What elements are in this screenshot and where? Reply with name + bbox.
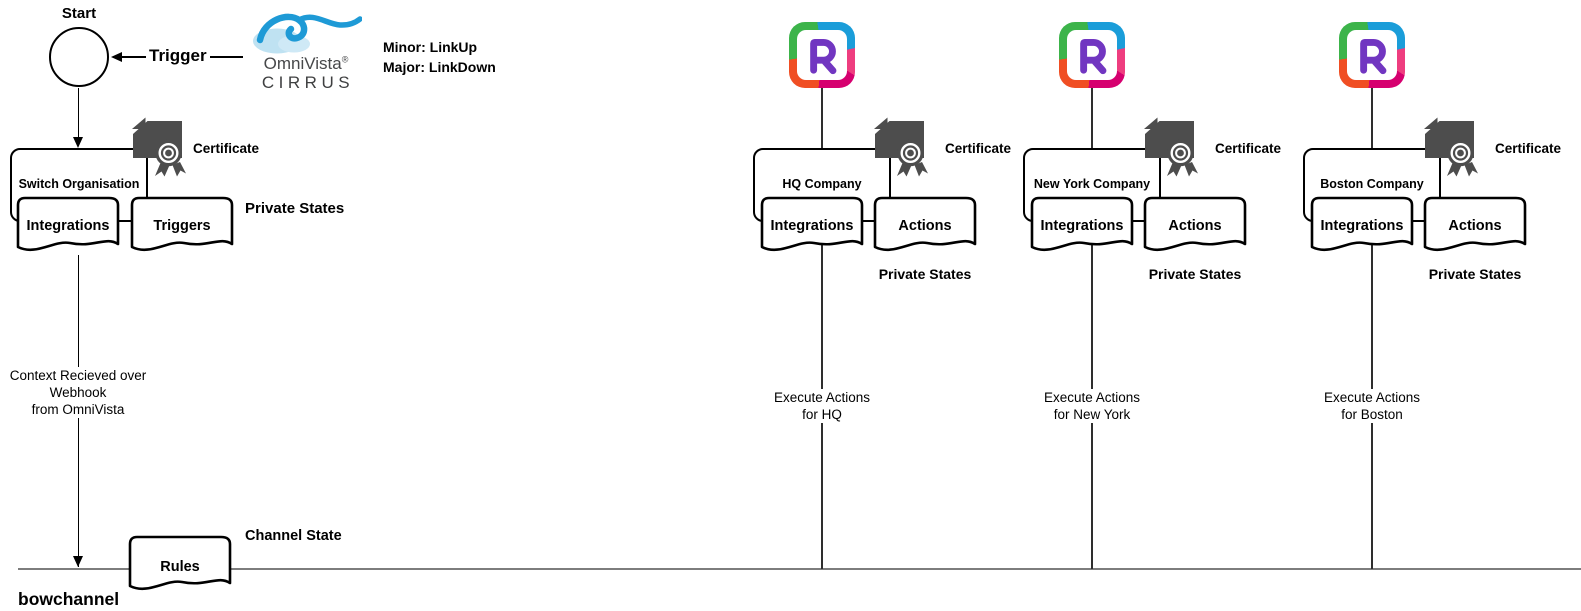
start-to-org-connector <box>77 88 80 140</box>
rainbow-r-app-icon <box>789 22 855 88</box>
trigger-label: Trigger <box>146 47 210 64</box>
trigger-arrowhead-icon <box>111 52 122 62</box>
omnivista-logo-name: OmniVista® <box>263 54 349 73</box>
company-block-boston: Boston Company Certificate Integrations … <box>1272 0 1581 611</box>
start-circle <box>49 27 109 87</box>
webhook-note: Context Recieved over Webhook from OmniV… <box>0 367 156 418</box>
integrations-document: Integrations <box>760 196 864 258</box>
triggers-document: Triggers <box>130 196 234 258</box>
actions-document: Actions <box>1423 196 1527 258</box>
private-states-label: Private States <box>1428 266 1522 282</box>
rainbow-r-app-icon <box>1059 22 1125 88</box>
event-legend-minor: Minor: LinkUp <box>383 39 478 55</box>
certificate-label: Certificate <box>193 141 260 156</box>
certificate-label: Certificate <box>1215 141 1282 156</box>
private-states-label: Private States <box>1148 266 1242 282</box>
company-label: New York Company <box>1033 177 1151 191</box>
execute-actions-note: Execute Actions for Boston <box>1272 389 1472 423</box>
company-label: Boston Company <box>1320 177 1424 191</box>
channel-line <box>18 568 1581 570</box>
vertical-connector <box>1091 88 1093 569</box>
private-states-label: Private States <box>245 200 345 217</box>
omnivista-cloud-swirl-icon <box>253 13 362 54</box>
down-arrowhead-icon <box>73 137 84 148</box>
certificate-label: Certificate <box>1495 141 1562 156</box>
certificate-icon <box>1144 117 1198 177</box>
execute-actions-note: Execute Actions for New York <box>992 389 1192 423</box>
integrations-document: Integrations <box>1310 196 1414 258</box>
company-block-hq: HQ Company Certificate Integrations Acti… <box>722 0 1032 611</box>
certificate-icon <box>1424 117 1478 177</box>
down-arrowhead-icon <box>73 556 84 567</box>
vertical-connector <box>1371 88 1373 569</box>
company-container <box>753 148 891 222</box>
rules-document: Rules <box>128 535 232 597</box>
execute-actions-note: Execute Actions for HQ <box>722 389 922 423</box>
start-label: Start <box>61 5 97 22</box>
omnivista-logo-product: CIRRUS <box>261 73 355 92</box>
vertical-connector <box>821 88 823 569</box>
private-states-label: Private States <box>878 266 972 282</box>
integrations-document: Integrations <box>1030 196 1134 258</box>
channel-state-label: Channel State <box>245 528 342 544</box>
company-label: HQ Company <box>782 177 862 191</box>
channel-name-label: bowchannel <box>18 589 120 609</box>
integrations-document: Integrations <box>16 196 120 258</box>
company-block-new-york: New York Company Certificate Integration… <box>992 0 1302 611</box>
event-legend-major: Major: LinkDown <box>383 59 496 75</box>
certificate-icon <box>132 117 186 177</box>
rainbow-r-app-icon <box>1339 22 1405 88</box>
certificate-label: Certificate <box>945 141 1012 156</box>
switch-org-label: Switch Organisation <box>18 177 140 191</box>
actions-document: Actions <box>1143 196 1247 258</box>
certificate-icon <box>874 117 928 177</box>
actions-document: Actions <box>873 196 977 258</box>
